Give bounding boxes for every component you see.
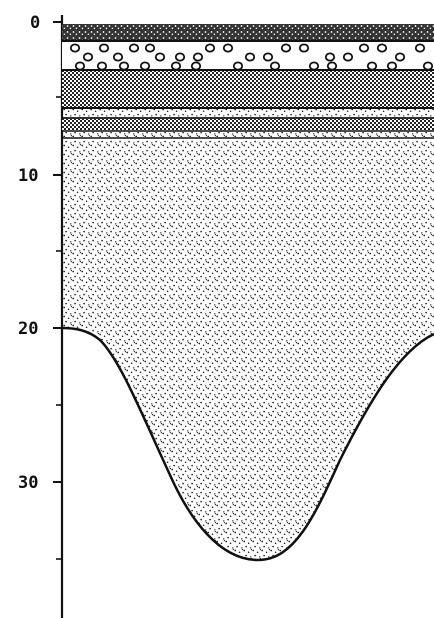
pebble	[98, 43, 110, 53]
pebble	[144, 43, 156, 53]
strata-column	[61, 24, 434, 562]
pebble	[82, 52, 94, 62]
layer-thin-clay	[62, 119, 434, 130]
pebble	[222, 43, 234, 53]
layer-thin-sand	[62, 109, 434, 117]
pebble	[298, 43, 310, 53]
sand-channel-fill	[62, 139, 434, 560]
layer-gravel	[62, 42, 434, 69]
layer-thin-silt	[62, 132, 434, 137]
pebble	[174, 52, 186, 62]
layer-topsoil	[62, 24, 434, 40]
pebble	[262, 52, 274, 62]
channel-base-line	[61, 326, 434, 562]
depth-axis: 0 10 20 30	[18, 13, 64, 618]
pebble	[324, 52, 336, 62]
pebble	[128, 43, 140, 53]
layer-clay	[62, 71, 434, 107]
pebble	[414, 43, 426, 53]
tick-label-0: 0	[30, 13, 40, 33]
pebble	[394, 52, 406, 62]
pebble	[342, 52, 354, 62]
pebble	[192, 52, 204, 62]
pebble	[154, 52, 166, 62]
tick-label-20: 20	[18, 319, 38, 339]
pebble	[112, 52, 124, 62]
tick-label-10: 10	[18, 166, 38, 186]
pebble	[69, 43, 81, 53]
pebble	[204, 43, 216, 53]
tick-label-30: 30	[18, 473, 38, 493]
pebble	[280, 43, 292, 53]
pebble	[376, 43, 388, 53]
pebble	[244, 52, 256, 62]
pebble	[358, 43, 370, 53]
